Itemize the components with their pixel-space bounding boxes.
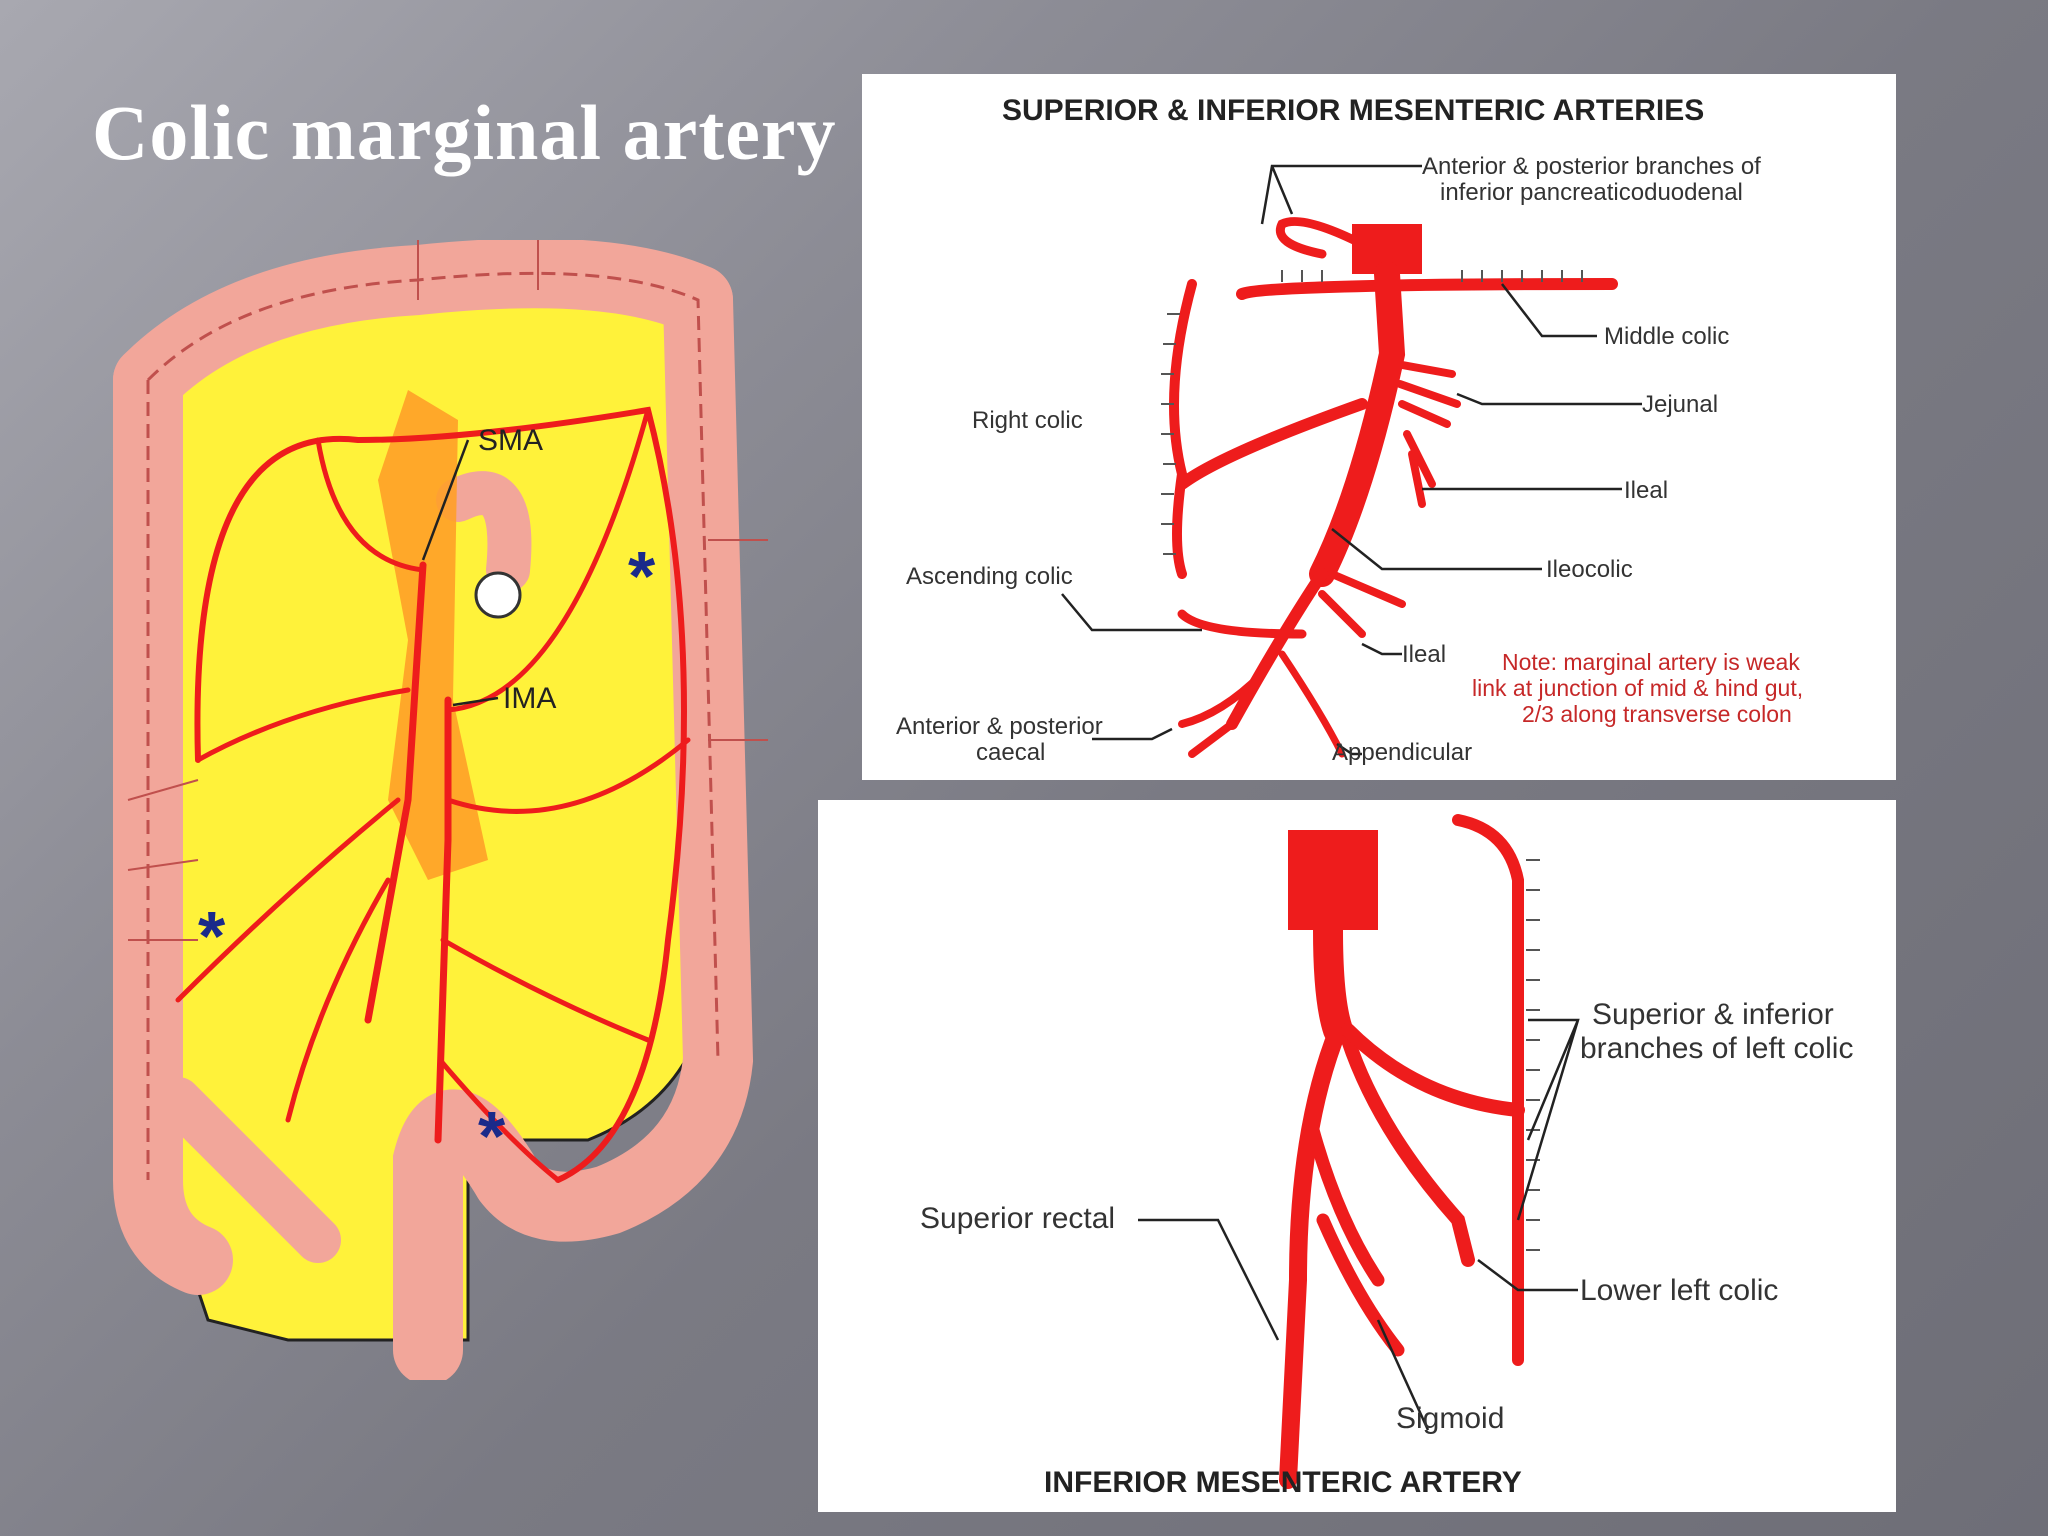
note-line-2: link at junction of mid & hind gut, [1472, 675, 1803, 701]
label-ileal-lower: Ileal [1402, 641, 1446, 668]
label-caecal-2: caecal [976, 739, 1045, 766]
label-pancreaticoduodenal-1: Anterior & posterior branches of [1422, 153, 1761, 180]
label-sigmoid: Sigmoid [1396, 1402, 1504, 1435]
sma-panel-svg: SUPERIOR & INFERIOR MESENTERIC ARTERIES [896, 94, 1803, 766]
ileocolic-branches [1318, 570, 1406, 638]
note-line-1: Note: marginal artery is weak [1502, 649, 1800, 675]
jejunum-lumen [474, 571, 522, 619]
sma-panel-title: SUPERIOR & INFERIOR MESENTERIC ARTERIES [1002, 94, 1704, 127]
asterisk-sigmoid: * [478, 1097, 506, 1175]
ima-aorta-segment [1288, 830, 1378, 930]
label-left-colic-2: branches of left colic [1580, 1032, 1853, 1065]
lower-left-colic-artery [1341, 1033, 1475, 1267]
ima-panel: Superior & inferior branches of left col… [818, 800, 1896, 1512]
middle-colic-artery [1236, 278, 1618, 300]
colon-marginal-artery-illustration: * * * SMA IMA [88, 240, 768, 1380]
sma-trunk [364, 561, 427, 1024]
asterisk-ascending: * [198, 897, 226, 975]
label-lower-left-colic: Lower left colic [1580, 1274, 1778, 1307]
note-line-3: 2/3 along transverse colon [1522, 701, 1792, 727]
label-appendicular: Appendicular [1332, 739, 1472, 766]
label-left-colic-1: Superior & inferior [1592, 998, 1834, 1031]
terminal-ileum [155, 1077, 341, 1263]
ascending-colon [113, 345, 233, 1295]
ima-main-trunk [1313, 915, 1353, 1045]
label-ascending-colic: Ascending colic [906, 563, 1073, 590]
ileal-branches-upper [1403, 430, 1436, 508]
jejunal-branches [1393, 360, 1461, 428]
label-ileocolic: Ileocolic [1546, 556, 1633, 583]
ima-panel-title: INFERIOR MESENTERIC ARTERY [1044, 1466, 1522, 1499]
label-superior-rectal: Superior rectal [920, 1202, 1115, 1235]
sigmoid-arteries [1306, 1123, 1405, 1357]
label-ileal-upper: Ileal [1624, 477, 1668, 504]
sma-ima-panel: SUPERIOR & INFERIOR MESENTERIC ARTERIES [862, 74, 1896, 780]
colon-svg: * * * SMA IMA [113, 240, 768, 1380]
slide-title: Colic marginal artery [92, 89, 837, 176]
descending-colon [473, 265, 754, 1242]
ima-trunk [434, 696, 452, 1144]
label-pancreaticoduodenal-2: inferior pancreaticoduodenal [1440, 179, 1743, 206]
mesentery-root [378, 390, 488, 880]
label-middle-colic: Middle colic [1604, 323, 1729, 350]
jejunum-stump [436, 471, 532, 592]
label-jejunal: Jejunal [1642, 391, 1718, 418]
left-colic-artery [1341, 1023, 1525, 1117]
ima-panel-svg: Superior & inferior branches of left col… [920, 814, 1853, 1499]
right-colic-artery [1176, 398, 1368, 490]
label-right-colic: Right colic [972, 407, 1083, 434]
sma-label: SMA [478, 424, 543, 457]
sma-main-trunk [1309, 261, 1406, 587]
ima-label: IMA [503, 682, 556, 715]
superior-rectal-artery [1279, 1021, 1347, 1489]
sigmoid-rectum [393, 1089, 543, 1380]
asterisk-transverse: * [628, 537, 656, 615]
label-caecal-1: Anterior & posterior [896, 713, 1103, 740]
